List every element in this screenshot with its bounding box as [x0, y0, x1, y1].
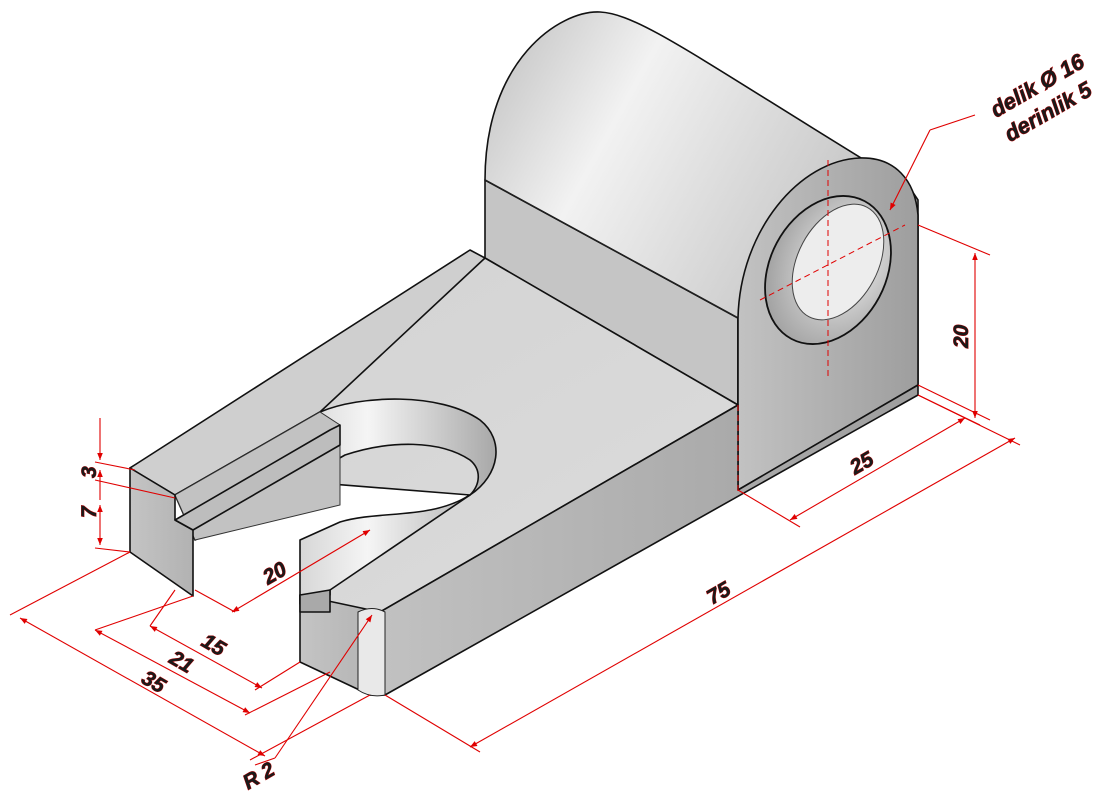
dim-lip-3: 3: [78, 466, 101, 478]
dim-width-25: 25: [845, 448, 878, 480]
dim-slot-20: 20: [258, 558, 291, 590]
dim-21: 21: [165, 646, 198, 678]
left-prong-end: [174, 424, 341, 531]
dim-35: 35: [138, 666, 170, 698]
hole-inner: [791, 203, 885, 321]
upright-seam: [484, 179, 739, 319]
dim-height-20: 20: [950, 324, 973, 349]
dimension-lines: [9, 114, 1021, 766]
dim-radius-r2: R 2: [239, 758, 279, 794]
dim-base-7: 7: [78, 505, 101, 518]
dim-length-75: 75: [703, 578, 735, 610]
part-body: [129, 11, 919, 697]
dim-15: 15: [198, 629, 230, 661]
hole-note: delik Ø 16 derinlik 5: [986, 48, 1098, 147]
rounded-corner: [357, 608, 386, 697]
